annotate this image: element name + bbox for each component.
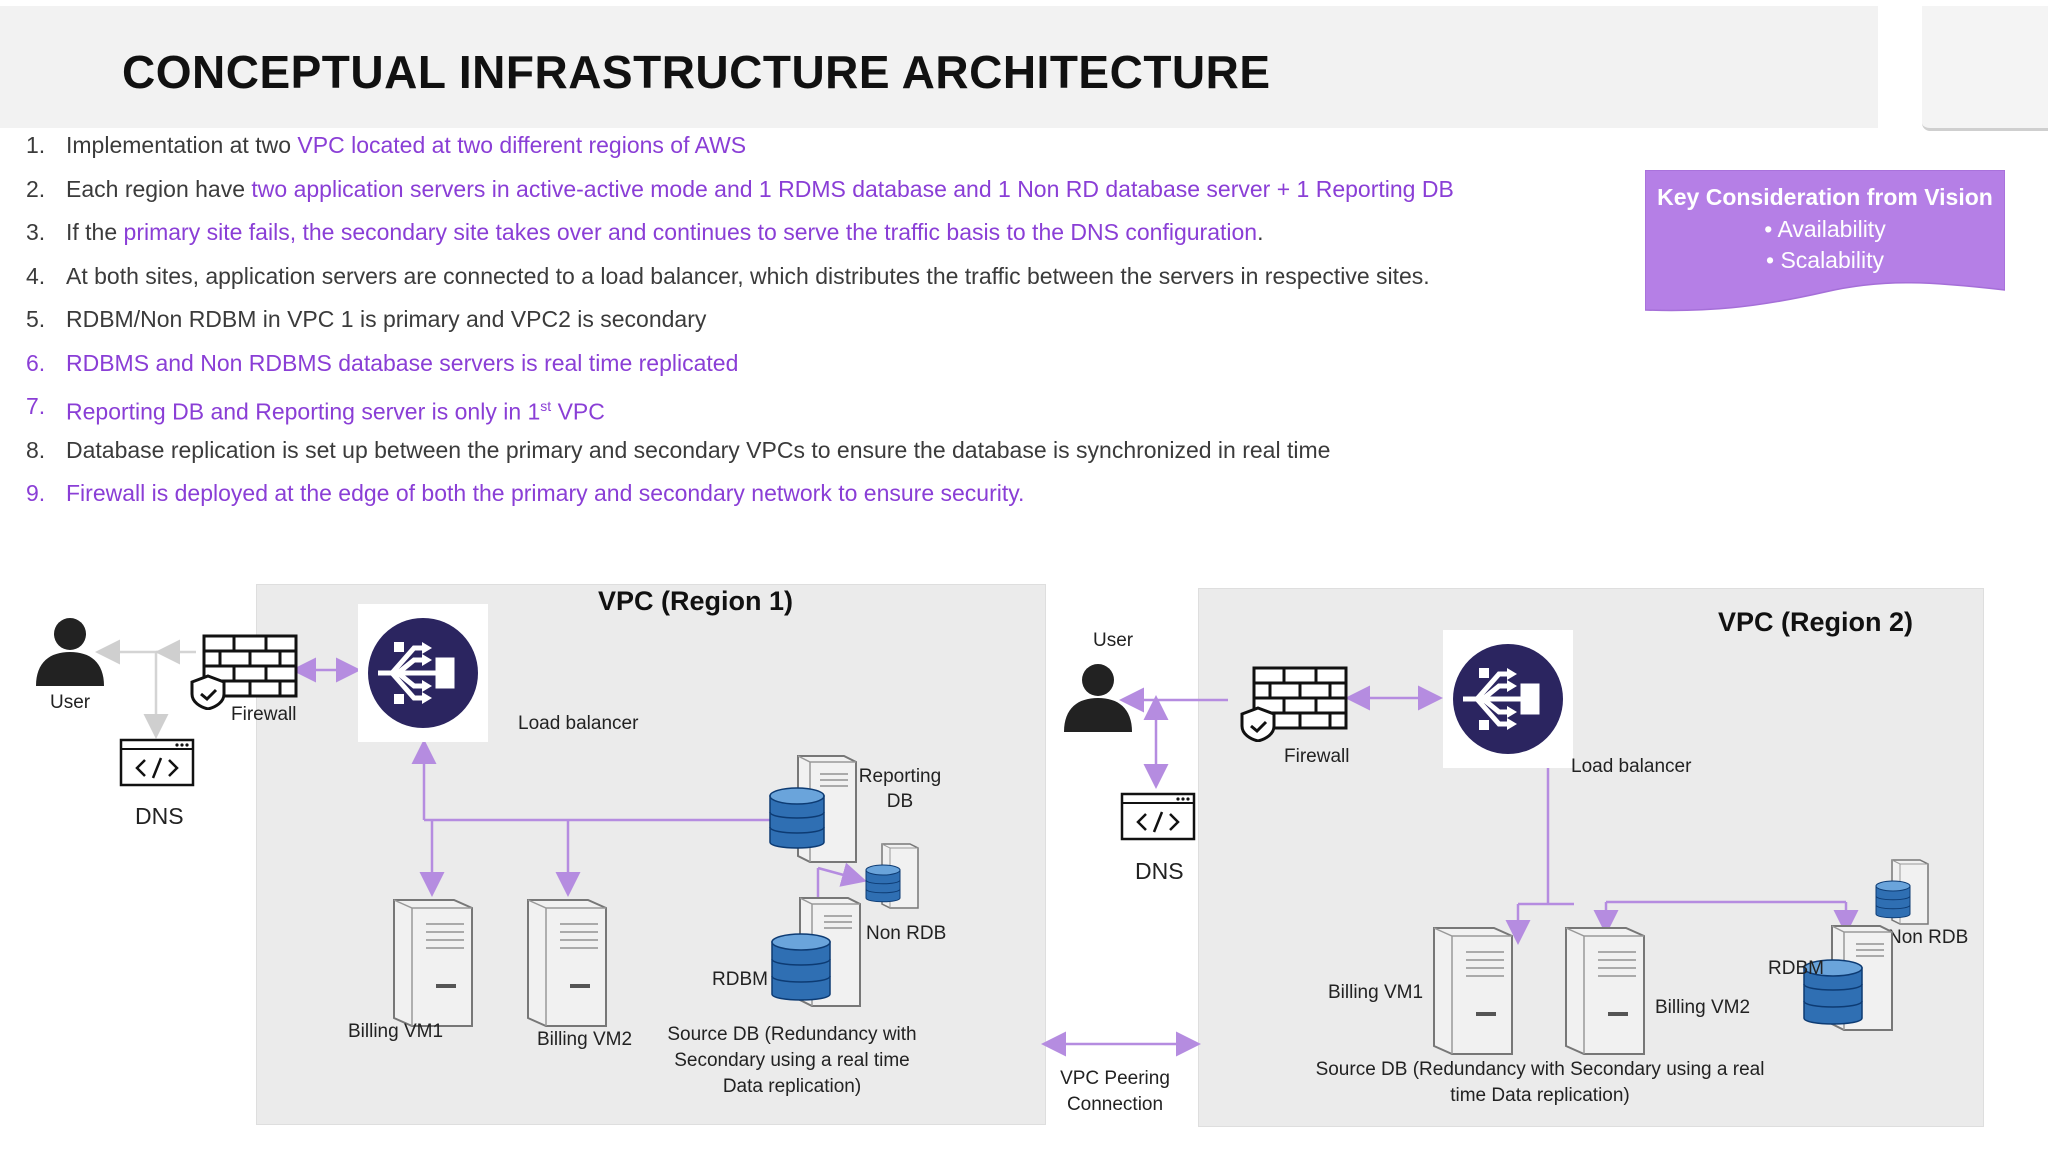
point-text: Firewall is deployed at the edge of both…: [66, 474, 1024, 512]
point-number: 8.: [26, 436, 46, 463]
point-text: Each region have two application servers…: [66, 170, 1454, 208]
point-text-segment: primary site fails, the secondary site t…: [123, 219, 1258, 245]
point-number: 4.: [26, 262, 46, 289]
key-box-title: Key Consideration from Vision: [1657, 184, 1993, 210]
source-db-label-1: Source DB (Redundancy with Secondary usi…: [667, 1024, 917, 1097]
point-text: Reporting DB and Reporting server is onl…: [66, 387, 605, 431]
vpc-region-2-title: VPC (Region 2): [1718, 607, 1914, 637]
billing-vm2-label-2: Billing VM2: [1655, 997, 1751, 1018]
point-text-segment: If the: [66, 219, 124, 245]
title-bar: [0, 6, 1878, 128]
billing-vm1-icon: [393, 899, 473, 1027]
corner-tab: [1922, 6, 2048, 131]
point-text-segment: Implementation at two: [66, 132, 298, 158]
point-text-segment: VPC located at two different regions of …: [297, 132, 747, 158]
vpc-region-1-title: VPC (Region 1): [598, 586, 794, 616]
firewall-icon: [190, 634, 298, 710]
user-icon-2: [1064, 664, 1132, 732]
point-text-segment: At both sites, application servers are c…: [66, 262, 1430, 289]
point-number: 2.: [26, 175, 46, 202]
dns-icon-2: [1120, 792, 1196, 841]
point-text-segment: RDBM/Non RDBM in VPC 1 is primary and VP…: [66, 306, 707, 332]
point-text-segment: Each region have: [66, 175, 252, 202]
billing-vm2-label: Billing VM2: [537, 1029, 633, 1050]
point-text-segment: Database replication is set up between t…: [66, 436, 1331, 463]
rdbm-icon: [771, 897, 861, 1007]
non-rdb-icon-2: [1875, 859, 1929, 925]
point-text: RDBM/Non RDBM in VPC 1 is primary and VP…: [66, 300, 706, 338]
non-rdb-label-2: Non RDB: [1888, 927, 1969, 948]
point-number: 1.: [26, 132, 46, 158]
user-label: User: [50, 692, 91, 713]
billing-vm2-icon: [527, 899, 607, 1027]
point-text-segment: VPC: [551, 398, 605, 425]
rdbm-label: RDBM: [712, 969, 768, 990]
point-text: RDBMS and Non RDBMS database servers is …: [66, 344, 738, 382]
user-icon: [36, 618, 104, 686]
point-text-segment: .: [1257, 219, 1264, 245]
dns-icon: [119, 738, 195, 787]
billing-vm1-label-2: Billing VM1: [1328, 982, 1424, 1003]
load-balancer-label-2: Load balancer: [1571, 756, 1692, 777]
point-text-segment: st: [540, 398, 552, 414]
billing-vm1-icon-2: [1433, 927, 1513, 1055]
point-number: 5.: [26, 306, 46, 332]
rdbm-label-2: RDBM: [1768, 958, 1824, 979]
billing-vm2-icon-2: [1565, 927, 1645, 1055]
billing-vm1-label: Billing VM1: [348, 1021, 444, 1042]
point-text-segment: two application servers in active-active…: [251, 175, 1454, 202]
point-number: 6.: [26, 349, 46, 376]
vpc-peering-label: VPC Peering Connection: [1060, 1068, 1170, 1115]
firewall-label: Firewall: [231, 704, 297, 725]
key-box-shape: [1645, 170, 2005, 312]
dns-label: DNS: [135, 803, 184, 829]
point-text: If the primary site fails, the secondary…: [66, 213, 1263, 251]
reporting-db-icon: [769, 755, 857, 863]
point-number: 7.: [26, 393, 46, 419]
load-balancer-label: Load balancer: [518, 713, 639, 734]
point-number: 3.: [26, 219, 46, 245]
non-rdb-label: Non RDB: [866, 923, 947, 944]
firewall-icon-2: [1240, 666, 1348, 742]
point-text-segment: Firewall is deployed at the edge of both…: [66, 480, 1025, 506]
key-item-scalability: • Scalability: [1766, 247, 1884, 273]
point-text: Implementation at two VPC located at two…: [66, 126, 746, 164]
rdbm-icon-2: [1803, 925, 1893, 1031]
point-text: At both sites, application servers are c…: [66, 257, 1430, 295]
point-text-segment: RDBMS and Non RDBMS database servers is …: [66, 349, 739, 376]
reporting-db-label: Reporting DB: [858, 766, 942, 812]
load-balancer-icon-2: [1443, 630, 1573, 768]
point-text: Database replication is set up between t…: [66, 431, 1330, 469]
dns-label-2: DNS: [1135, 858, 1184, 884]
point-number: 9.: [26, 480, 46, 506]
source-db-label-2: Source DB (Redundancy with Secondary usi…: [1315, 1059, 1765, 1106]
non-rdb-icon: [865, 843, 919, 909]
key-item-availability: • Availability: [1764, 216, 1886, 242]
load-balancer-icon: [358, 604, 488, 742]
point-text-segment: Reporting DB and Reporting server is onl…: [66, 398, 541, 425]
user-label-2: User: [1093, 630, 1134, 651]
key-consideration-box: Key Consideration from Vision • Availabi…: [1645, 170, 2005, 315]
firewall-label-2: Firewall: [1284, 746, 1350, 767]
page-title: CONCEPTUAL INFRASTRUCTURE ARCHITECTURE: [122, 46, 1271, 98]
